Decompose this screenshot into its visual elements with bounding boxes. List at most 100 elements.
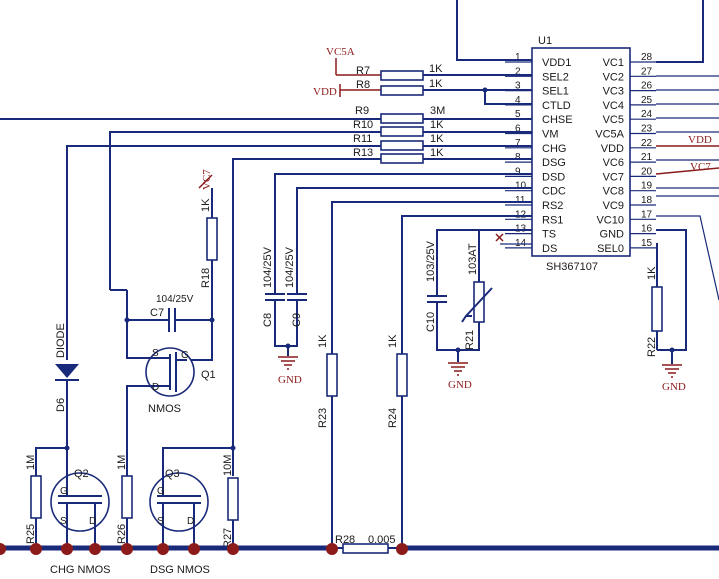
ic-pin-num: 22 bbox=[641, 138, 653, 149]
resistor-r26 bbox=[121, 475, 133, 519]
resistor-r13 bbox=[380, 153, 424, 164]
ic-pin-name: CHSE bbox=[542, 114, 573, 126]
ic-pin-num: 28 bbox=[641, 52, 653, 63]
r7-ref: R7 bbox=[356, 65, 370, 77]
resistor-r25 bbox=[30, 475, 42, 519]
ic-pin-num: 21 bbox=[641, 152, 653, 163]
r13-value: 1K bbox=[430, 147, 444, 159]
ic-pin-name: VC5A bbox=[595, 129, 624, 141]
sense-resistors: 1K R23 1K R24 bbox=[317, 201, 532, 548]
q2-d: D bbox=[89, 516, 96, 527]
c9-ref: C9 bbox=[291, 313, 303, 327]
r26-value: 1M bbox=[116, 455, 128, 470]
power-gnd-c10: GND bbox=[448, 379, 472, 391]
r18-ref: R18 bbox=[200, 268, 212, 288]
power-vdd-left: VDD bbox=[313, 86, 337, 98]
ic-pin-name: DS bbox=[542, 243, 557, 255]
ic-pin-name: RS1 bbox=[542, 214, 563, 226]
right-side-nets: VDD VC7 1K R22 GND bbox=[646, 75, 719, 393]
ic-pin-num: 6 bbox=[515, 124, 521, 135]
r21-value: 103AT bbox=[467, 243, 479, 275]
ic-pin-name: TS bbox=[542, 229, 556, 241]
power-vdd-right: VDD bbox=[688, 134, 712, 146]
ic-pin-num: 1 bbox=[515, 52, 521, 63]
ic-pin-name: VC9 bbox=[603, 200, 624, 212]
ic-pin-num: 5 bbox=[515, 109, 521, 120]
r22-value: 1K bbox=[646, 266, 658, 280]
bus-pad bbox=[61, 543, 73, 555]
ic-pin-name: CDC bbox=[542, 186, 566, 198]
ic-pin-name: VC1 bbox=[603, 57, 624, 69]
r26-ref: R26 bbox=[116, 524, 128, 544]
q3-g: G bbox=[157, 486, 165, 497]
ic-pin-num: 18 bbox=[641, 195, 653, 206]
power-vc7-right: VC7 bbox=[690, 161, 711, 173]
bus-pad bbox=[30, 543, 42, 555]
q3-ref: Q3 bbox=[165, 468, 180, 480]
ic-pin-num: 8 bbox=[515, 152, 521, 163]
c7-ref: C7 bbox=[150, 307, 164, 319]
resistor-r27 bbox=[227, 477, 239, 521]
ic-pin-num: 17 bbox=[641, 209, 653, 220]
power-gnd-c8: GND bbox=[278, 374, 302, 386]
q3-label: DSG NMOS bbox=[150, 564, 210, 576]
wire-dsd bbox=[274, 173, 532, 294]
resistor-r10 bbox=[380, 126, 424, 137]
ic-u1-body bbox=[531, 47, 631, 257]
ic-pin-name: VC5 bbox=[603, 114, 624, 126]
wire-vc1-top bbox=[656, 0, 704, 63]
junction-sel1 bbox=[482, 87, 488, 93]
c10-value: 103/25V bbox=[425, 240, 437, 282]
q2-s: S bbox=[60, 516, 67, 527]
wire-ts-c10 bbox=[436, 229, 479, 296]
ic-pin-num: 3 bbox=[515, 81, 521, 92]
resistor-r22 bbox=[651, 286, 663, 332]
ic-pin-num: 15 bbox=[641, 238, 653, 249]
ic-pin-name: VM bbox=[542, 129, 559, 141]
ic-pin-name: VC3 bbox=[603, 86, 624, 98]
ic-pin-name: SEL1 bbox=[542, 86, 569, 98]
r13-ref: R13 bbox=[353, 147, 373, 159]
bus-pad bbox=[121, 543, 133, 555]
r21-ref: R21 bbox=[464, 330, 476, 350]
bus-pad bbox=[0, 543, 6, 555]
mosfet-stage: DIODE D6 1M R25 G S D Q2 CHG NMOS 1M R26 bbox=[25, 323, 239, 576]
q2-g: G bbox=[60, 486, 68, 497]
resistor-r24 bbox=[396, 353, 408, 397]
ic-pin-num: 20 bbox=[641, 166, 653, 177]
resistor-r9 bbox=[380, 113, 424, 124]
thermistor-circuit: GND 103/25V C10 103AT R21 bbox=[425, 229, 532, 391]
d6-label: DIODE bbox=[55, 323, 67, 358]
caps-c8-c9: GND 104/25V 104/25V C8 C9 bbox=[262, 173, 532, 386]
gnd-icon bbox=[448, 362, 468, 376]
r10-value: 1K bbox=[430, 119, 444, 131]
ic-pin-num: 2 bbox=[515, 66, 521, 77]
c10-ref: C10 bbox=[425, 312, 437, 332]
ic-pin-num: 24 bbox=[641, 109, 653, 120]
wire-dsg bbox=[232, 158, 381, 440]
ic-pin-num: 23 bbox=[641, 124, 653, 135]
bus-pad bbox=[188, 543, 200, 555]
ic-pin-name: CTLD bbox=[542, 100, 571, 112]
ic-pin-name: SEL0 bbox=[597, 243, 624, 255]
c8-ref: C8 bbox=[262, 313, 274, 327]
r28-ref: R28 bbox=[335, 534, 355, 546]
r8-ref: R8 bbox=[356, 79, 370, 91]
bus-pads bbox=[0, 543, 408, 555]
r24-ref: R24 bbox=[387, 408, 399, 428]
q1-ref: Q1 bbox=[201, 369, 216, 381]
ic-pin-name: RS2 bbox=[542, 200, 563, 212]
gnd-icon bbox=[662, 364, 682, 378]
bus-pad bbox=[396, 543, 408, 555]
d6-ref: D6 bbox=[55, 398, 67, 412]
power-vc5a: VC5A bbox=[326, 46, 355, 58]
wire-vc10 bbox=[656, 215, 719, 301]
r9-value: 3M bbox=[430, 105, 445, 117]
ic-pin-name: VC4 bbox=[603, 100, 624, 112]
wire-sel0 bbox=[656, 243, 658, 287]
ic-pin-name: SEL2 bbox=[542, 71, 569, 83]
r11-value: 1K bbox=[430, 133, 444, 145]
r24-value: 1K bbox=[387, 334, 399, 348]
